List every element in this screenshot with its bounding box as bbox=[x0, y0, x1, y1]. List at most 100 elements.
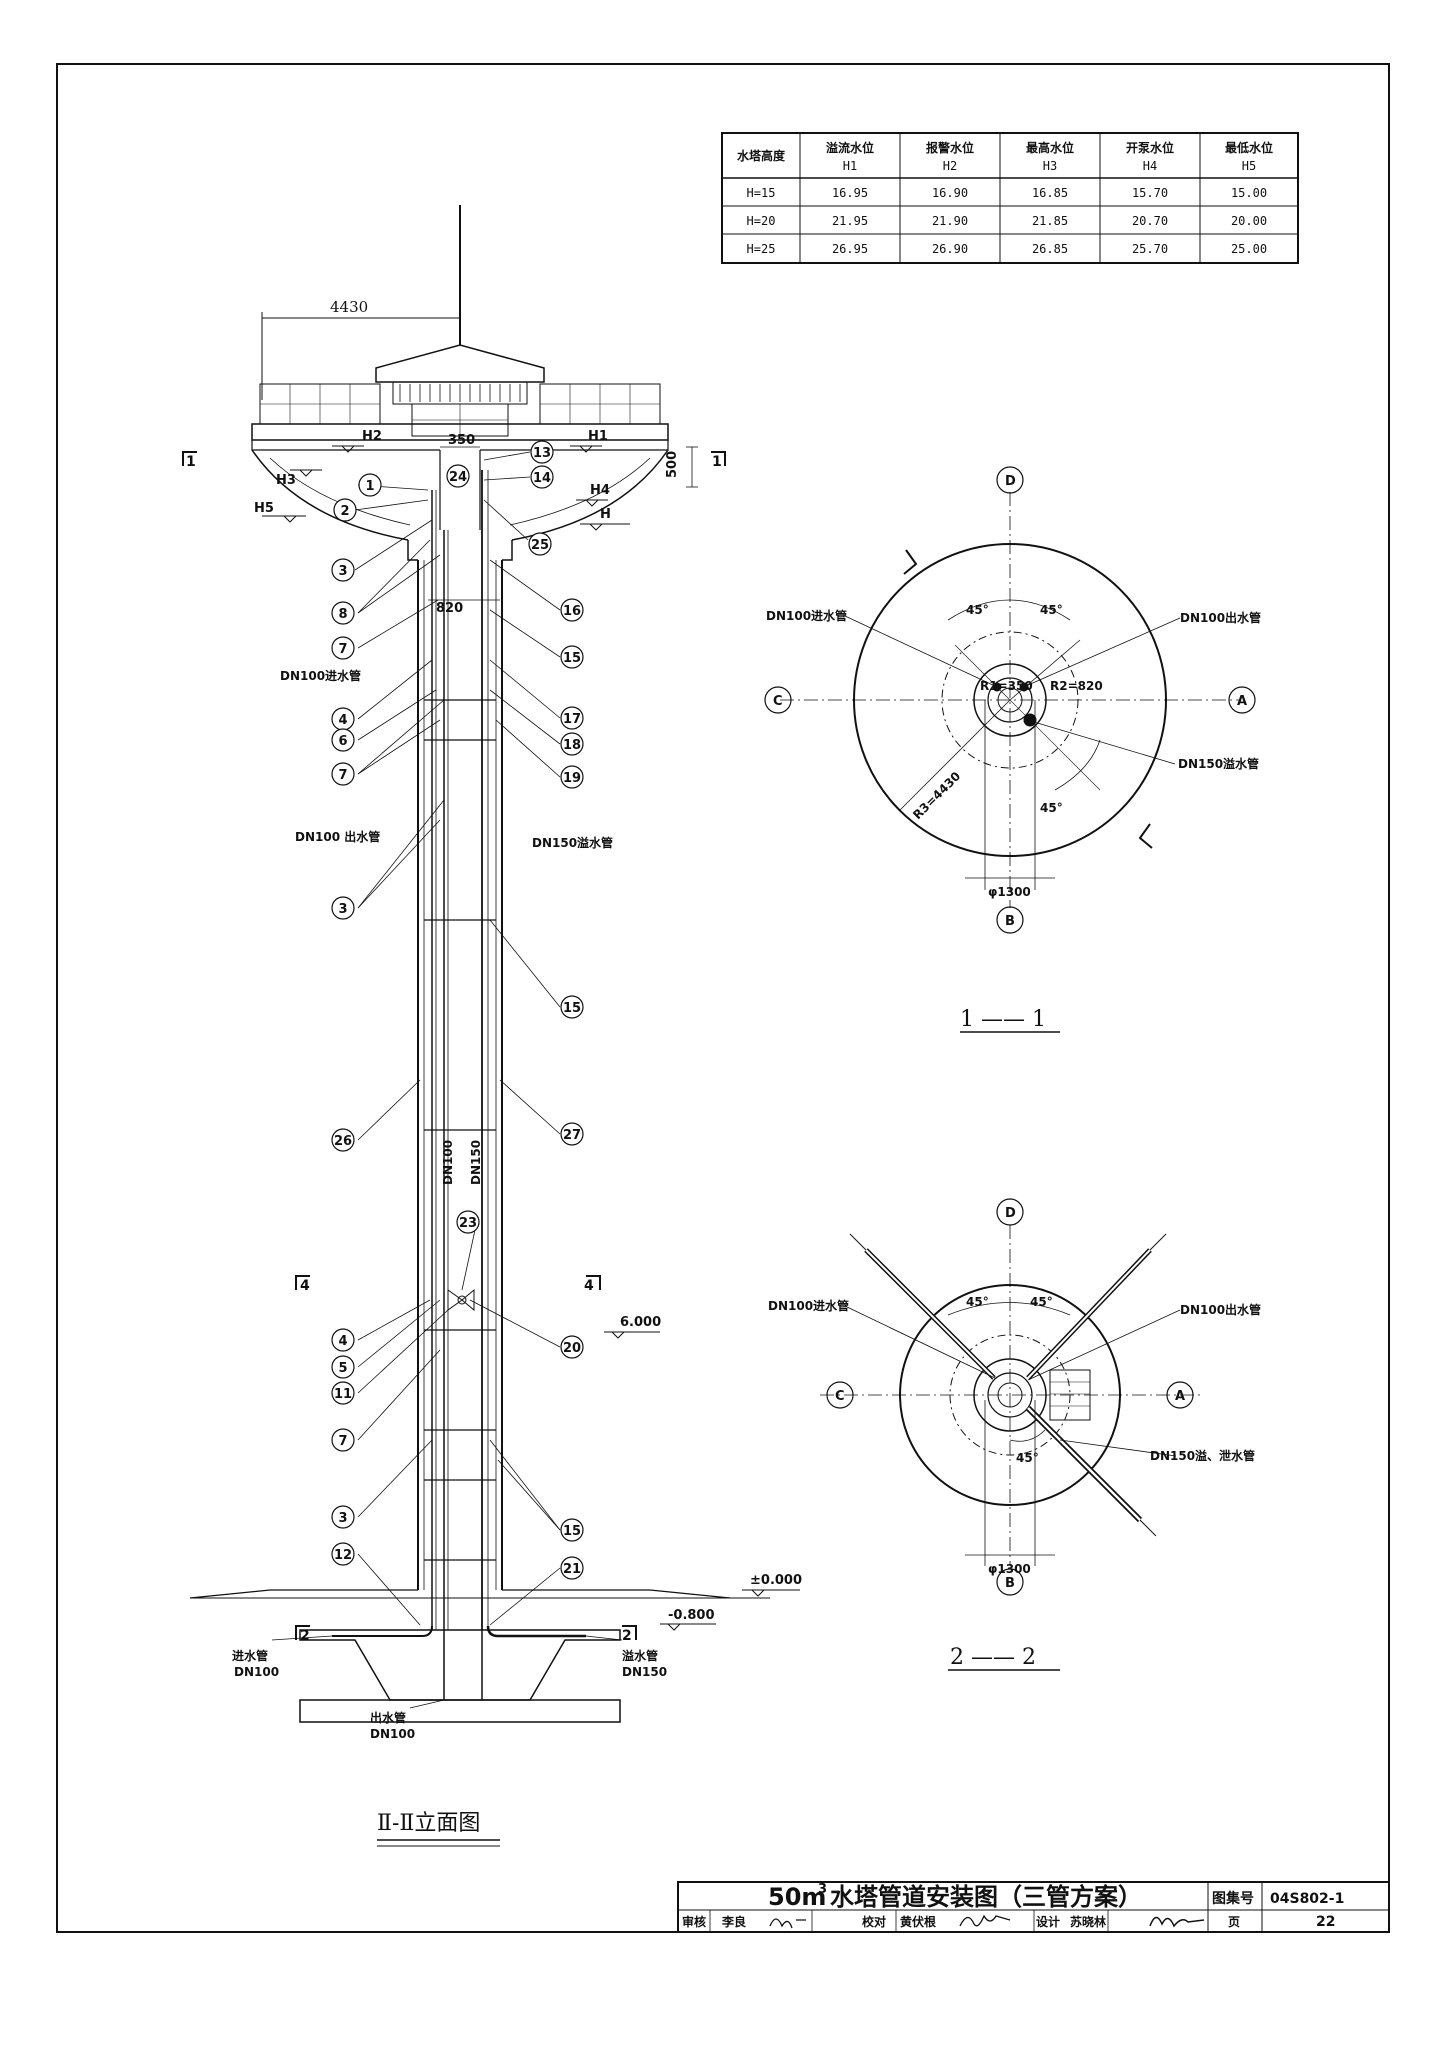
roof-cap bbox=[375, 344, 545, 383]
svg-text:15: 15 bbox=[563, 651, 581, 666]
callout-3: 3 bbox=[331, 558, 355, 582]
foundation bbox=[299, 1629, 621, 1701]
label-in-pipe-dn: DN100 bbox=[234, 1665, 279, 1679]
check-label: 校对 bbox=[862, 1914, 886, 1929]
dim-820: 820 bbox=[436, 601, 463, 616]
table-header-cell: 最低水位 bbox=[1225, 140, 1273, 155]
elev-m0800: -0.800 bbox=[668, 1608, 715, 1623]
label-dn150-vertical: DN150 bbox=[469, 1140, 483, 1185]
label-45-bottom: 45° bbox=[1040, 801, 1063, 815]
elev-0000: ±0.000 bbox=[750, 1573, 802, 1588]
label-r1: R1=350 bbox=[980, 679, 1033, 693]
callout-15: 15 bbox=[560, 995, 584, 1019]
label-in-pipe: 进水管 bbox=[232, 1648, 268, 1663]
table-header-cell: 报警水位 bbox=[926, 140, 974, 155]
axis-d: D bbox=[1005, 474, 1016, 489]
level-h3: H3 bbox=[276, 473, 296, 488]
callout-15: 15 bbox=[560, 1518, 584, 1542]
svg-text:3: 3 bbox=[338, 564, 347, 579]
label-dn150-overflow: DN150溢水管 bbox=[532, 835, 613, 850]
label-45-bottom: 45° bbox=[1016, 1451, 1039, 1465]
callout-5: 5 bbox=[331, 1355, 355, 1379]
callout-8: 8 bbox=[331, 601, 355, 625]
dim-350: 350 bbox=[448, 433, 475, 448]
callout-12: 12 bbox=[331, 1542, 355, 1566]
designer-name: 苏晓林 bbox=[1070, 1914, 1106, 1929]
drawing-title-prefix: 50m bbox=[768, 1883, 826, 1911]
section-mark-1-left: 1 bbox=[186, 454, 196, 470]
reviewer-name: 李良 bbox=[721, 1914, 746, 1929]
title-block bbox=[677, 1881, 1390, 1933]
level-h2: H2 bbox=[362, 429, 382, 444]
table-cell: 15.00 bbox=[1231, 186, 1267, 200]
svg-text:17: 17 bbox=[563, 712, 581, 727]
page-number: 22 bbox=[1316, 1914, 1335, 1930]
axis-c: C bbox=[835, 1389, 845, 1404]
svg-text:1: 1 bbox=[365, 479, 374, 494]
callout-7: 7 bbox=[331, 636, 355, 660]
label-dn100-in: DN100进水管 bbox=[768, 1298, 849, 1313]
dim-500: 500 bbox=[665, 451, 680, 478]
table-header-cell: 溢流水位 bbox=[826, 140, 874, 155]
table-header-cell: 水塔高度 bbox=[737, 148, 786, 163]
table-cell: 25.70 bbox=[1132, 242, 1168, 256]
table-cell: 26.90 bbox=[932, 242, 968, 256]
svg-text:14: 14 bbox=[533, 471, 551, 486]
table-cell: H=15 bbox=[747, 186, 776, 200]
elev-6000: 6.000 bbox=[620, 1315, 661, 1330]
atlas-number: 04S802-1 bbox=[1270, 1891, 1344, 1907]
svg-text:4: 4 bbox=[338, 1334, 347, 1349]
section-2-2 bbox=[820, 1198, 1200, 1671]
svg-text:12: 12 bbox=[334, 1548, 352, 1563]
table-cell: 20.70 bbox=[1132, 214, 1168, 228]
axis-b: B bbox=[1005, 1576, 1015, 1591]
svg-text:11: 11 bbox=[334, 1387, 352, 1402]
label-out-pipe: 出水管 bbox=[370, 1710, 406, 1725]
overflow-pipe-bottom bbox=[486, 1625, 586, 1638]
checker-signature bbox=[959, 1914, 1011, 1927]
drawing-title: 水塔管道安装图（三管方案） bbox=[830, 1883, 1142, 1911]
svg-text:20: 20 bbox=[563, 1341, 581, 1356]
foundation-base bbox=[299, 1699, 621, 1723]
table-header-cell: 开泵水位 bbox=[1126, 140, 1174, 155]
page-label: 页 bbox=[1228, 1915, 1240, 1929]
label-dn100-in: DN100进水管 bbox=[280, 668, 361, 683]
svg-text:15: 15 bbox=[563, 1001, 581, 1016]
section-mark-4-right: 4 bbox=[584, 1278, 594, 1294]
label-dn100-out: DN100出水管 bbox=[1180, 1302, 1261, 1317]
label-overflow-pipe: 溢水管 bbox=[622, 1648, 658, 1663]
label-dn150-overflow-drain: DN150溢、泄水管 bbox=[1150, 1448, 1255, 1463]
table-cell: 25.00 bbox=[1231, 242, 1267, 256]
callout-6: 6 bbox=[331, 728, 355, 752]
callout-15: 15 bbox=[560, 645, 584, 669]
callout-17: 17 bbox=[560, 706, 584, 730]
label-r2: R2=820 bbox=[1050, 679, 1103, 693]
svg-text:26: 26 bbox=[334, 1134, 352, 1149]
svg-text:15: 15 bbox=[563, 1524, 581, 1539]
ladder-rungs bbox=[424, 699, 496, 1561]
section-mark-2-left: 2 bbox=[300, 1628, 310, 1644]
svg-text:23: 23 bbox=[459, 1216, 477, 1231]
table-cell: 26.95 bbox=[832, 242, 868, 256]
svg-text:7: 7 bbox=[338, 1434, 347, 1449]
level-h1: H1 bbox=[588, 429, 608, 444]
svg-text:2: 2 bbox=[340, 504, 349, 519]
callout-18: 18 bbox=[560, 732, 584, 756]
table-header-subscript: H5 bbox=[1242, 159, 1256, 173]
section-2-2-caption: 2 —— 2 bbox=[950, 1645, 1036, 1670]
svg-text:3: 3 bbox=[338, 902, 347, 917]
elevation-view bbox=[182, 205, 800, 1847]
svg-text:21: 21 bbox=[563, 1562, 581, 1577]
label-45-right: 45° bbox=[1030, 1295, 1053, 1309]
svg-text:8: 8 bbox=[338, 607, 347, 622]
designer-signature bbox=[1149, 1916, 1205, 1928]
callout-7: 7 bbox=[331, 1428, 355, 1452]
axis-a: A bbox=[1237, 694, 1247, 709]
callout-14: 14 bbox=[530, 465, 554, 489]
label-dn100-out: DN100 出水管 bbox=[295, 829, 380, 844]
svg-text:5: 5 bbox=[338, 1361, 347, 1376]
svg-text:7: 7 bbox=[338, 768, 347, 783]
